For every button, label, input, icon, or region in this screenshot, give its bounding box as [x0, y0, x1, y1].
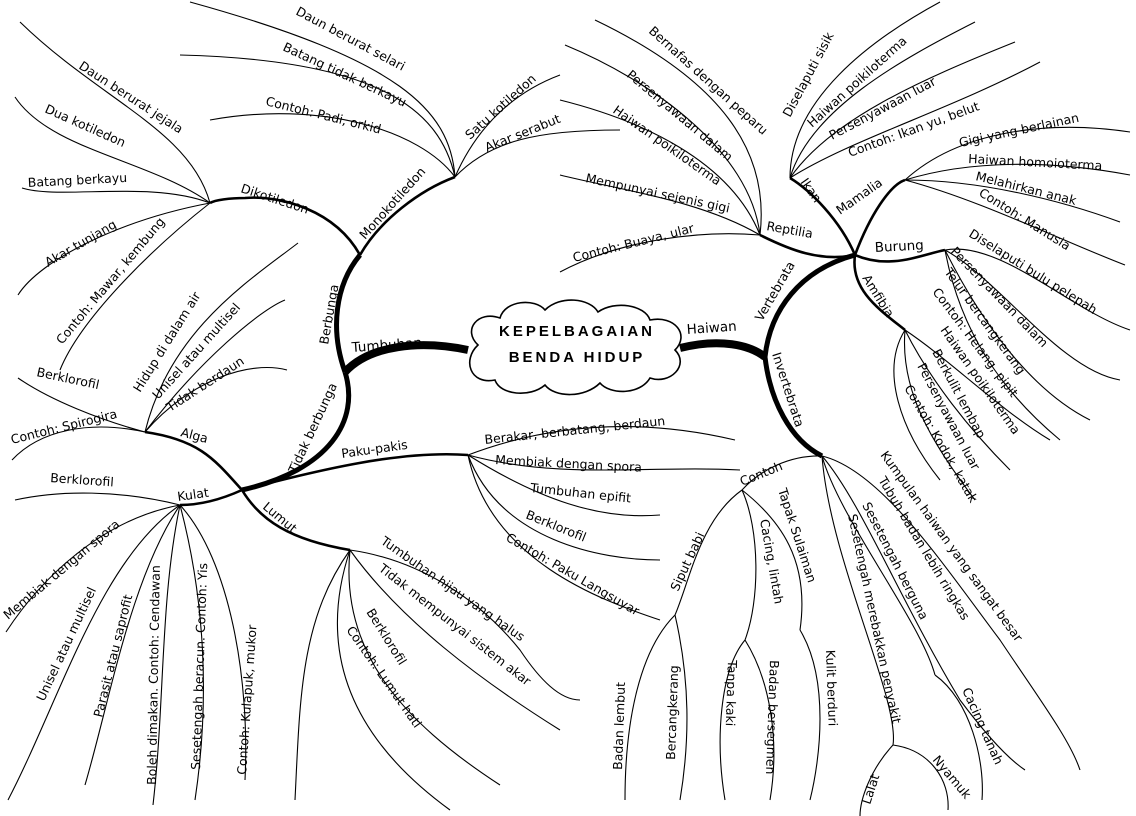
kulat-item: Boleh dimakan. Contoh: Cendawan	[144, 565, 163, 785]
center-cloud: KEPELBAGAIAN BENDA HIDUP	[468, 299, 682, 396]
kulat-item: Berklorofil	[50, 470, 115, 489]
node-reptilia: Reptilia	[765, 218, 814, 241]
alga-item: Berklorofil	[35, 364, 100, 392]
reptilia-item: Contoh: Buaya, ular	[571, 220, 696, 265]
node-siput-babi: Siput babi	[667, 530, 707, 594]
paku-item: Contoh: Paku Langsuyar	[504, 530, 643, 619]
node-amfibia: Amfibia	[859, 272, 897, 320]
siput-item: Bercangkerang	[663, 665, 681, 760]
paku-item: Berklorofil	[524, 507, 589, 545]
mamalia-item: Gigi yang berlainan	[958, 110, 1081, 150]
kulat-item: Membiak dengan spora	[0, 516, 122, 622]
node-tumbuhan: Tumbuhan	[350, 335, 422, 356]
node-haiwan: Haiwan	[686, 319, 737, 338]
penyakit-item: Nyamuk	[930, 752, 975, 802]
node-kulat: Kulat	[176, 485, 209, 504]
paku-item: Membiak dengan spora	[495, 452, 642, 475]
monokot-item: Batang tidak berkayu	[281, 39, 409, 109]
penyakit-item: Lalat	[859, 772, 883, 806]
branch-lines	[5, 1, 1131, 816]
cacing-item: Tanpa kaki	[723, 659, 740, 727]
cacing-item: Badan bersegmen	[763, 660, 782, 775]
center-title-line2: BENDA HIDUP	[509, 349, 646, 366]
node-monokotiledon: Monokotiledon	[356, 164, 428, 242]
node-invertebrata: Invertebrata	[769, 350, 807, 429]
kulat-item: Contoh: Kulapuk, mukor	[234, 623, 260, 775]
kulat-item: Unisel atau multisel	[33, 585, 99, 704]
dikot-item: Akar tunjang	[42, 217, 119, 270]
tapak-item: Kulit berduri	[823, 650, 841, 727]
node-cacing-lintah: Cacing, lintah	[757, 518, 787, 605]
dikot-item: Dua kotiledon	[43, 101, 128, 150]
reptilia-item: Bernafas dengan peparu	[646, 23, 771, 138]
berguna-item: Cacing tanah	[959, 685, 1006, 767]
paku-item: Tumbuhan epifit	[529, 480, 632, 506]
siput-item: Badan lembut	[610, 682, 628, 770]
monokot-item: Contoh: Padi, orkid	[264, 93, 383, 136]
node-alga: Alga	[179, 424, 210, 446]
kulat-item: Parasit atau saprofit	[90, 593, 135, 719]
mamalia-item: Haiwan homoioterma	[968, 151, 1103, 173]
node-ikan: Ikan	[798, 175, 825, 205]
dikot-item: Batang berkayu	[27, 170, 127, 190]
invertebrata-item: Kumpulan haiwan yang sangat besar	[878, 448, 1027, 645]
paku-item: Berakar, berbatang, berdaun	[484, 413, 666, 447]
kulat-item: Sesetengah beracun. Contoh: Yis	[188, 563, 210, 770]
center-title-line1: KEPELBAGAIAN	[499, 323, 655, 340]
node-contoh: Contoh	[738, 458, 785, 489]
node-burung: Burung	[874, 237, 924, 256]
